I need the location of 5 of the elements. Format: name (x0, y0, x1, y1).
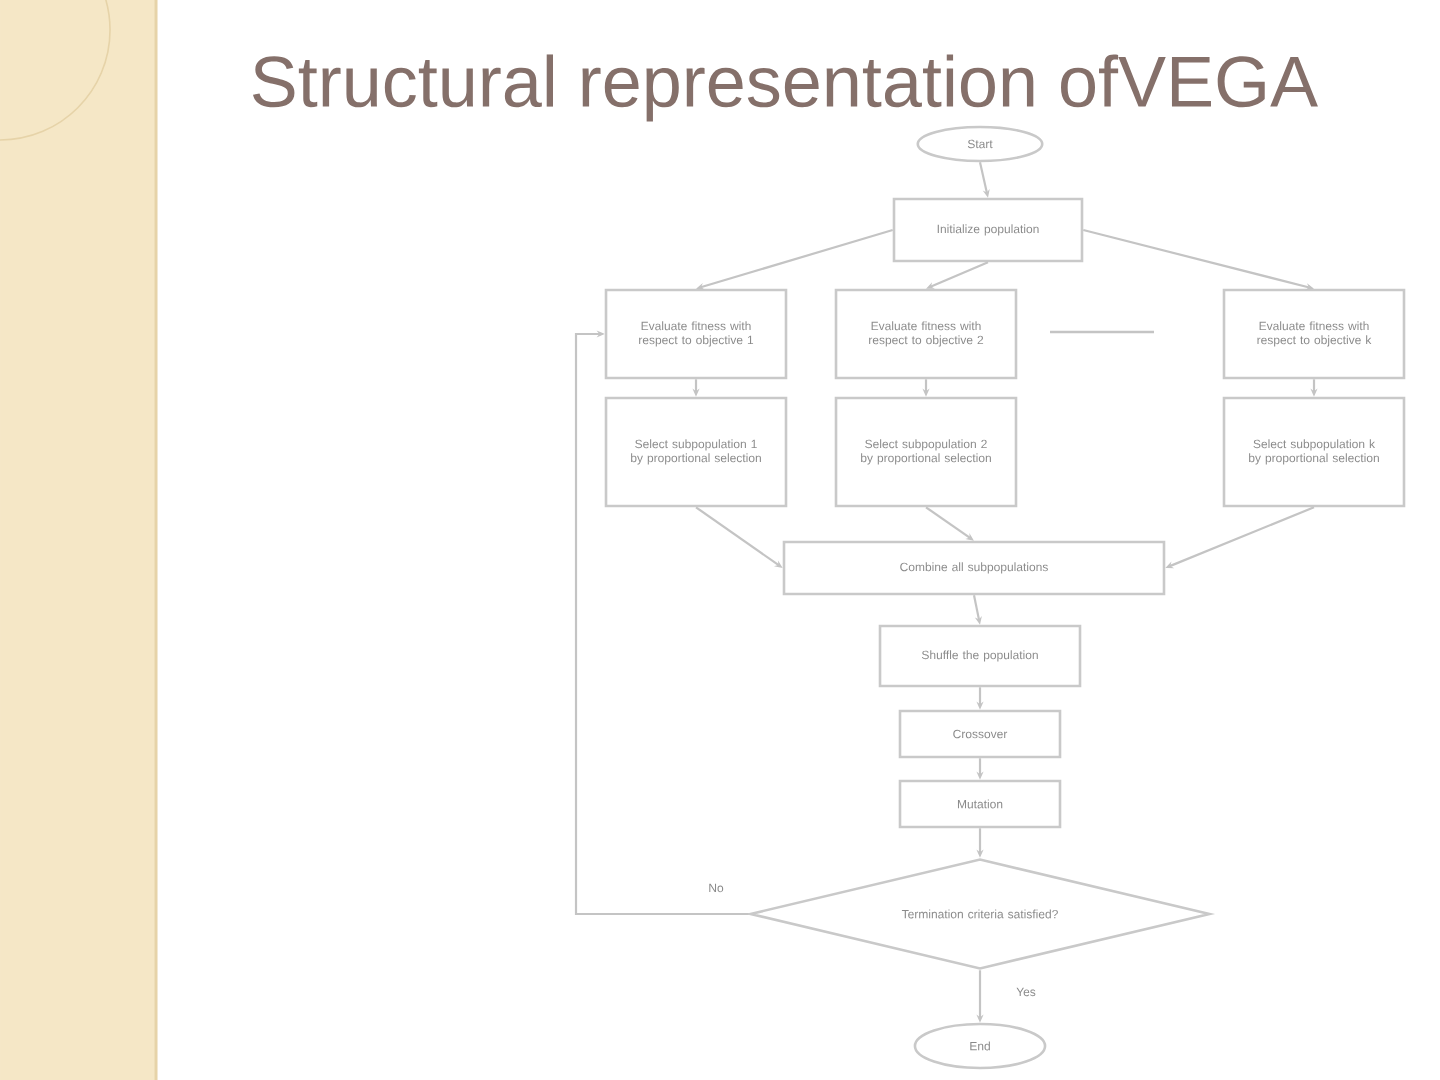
arrow (925, 506, 974, 541)
slide-title: Structural representation ofVEGA (253, 54, 1318, 122)
arrow (696, 228, 894, 290)
arrow (926, 261, 989, 289)
arrow (574, 330, 749, 916)
